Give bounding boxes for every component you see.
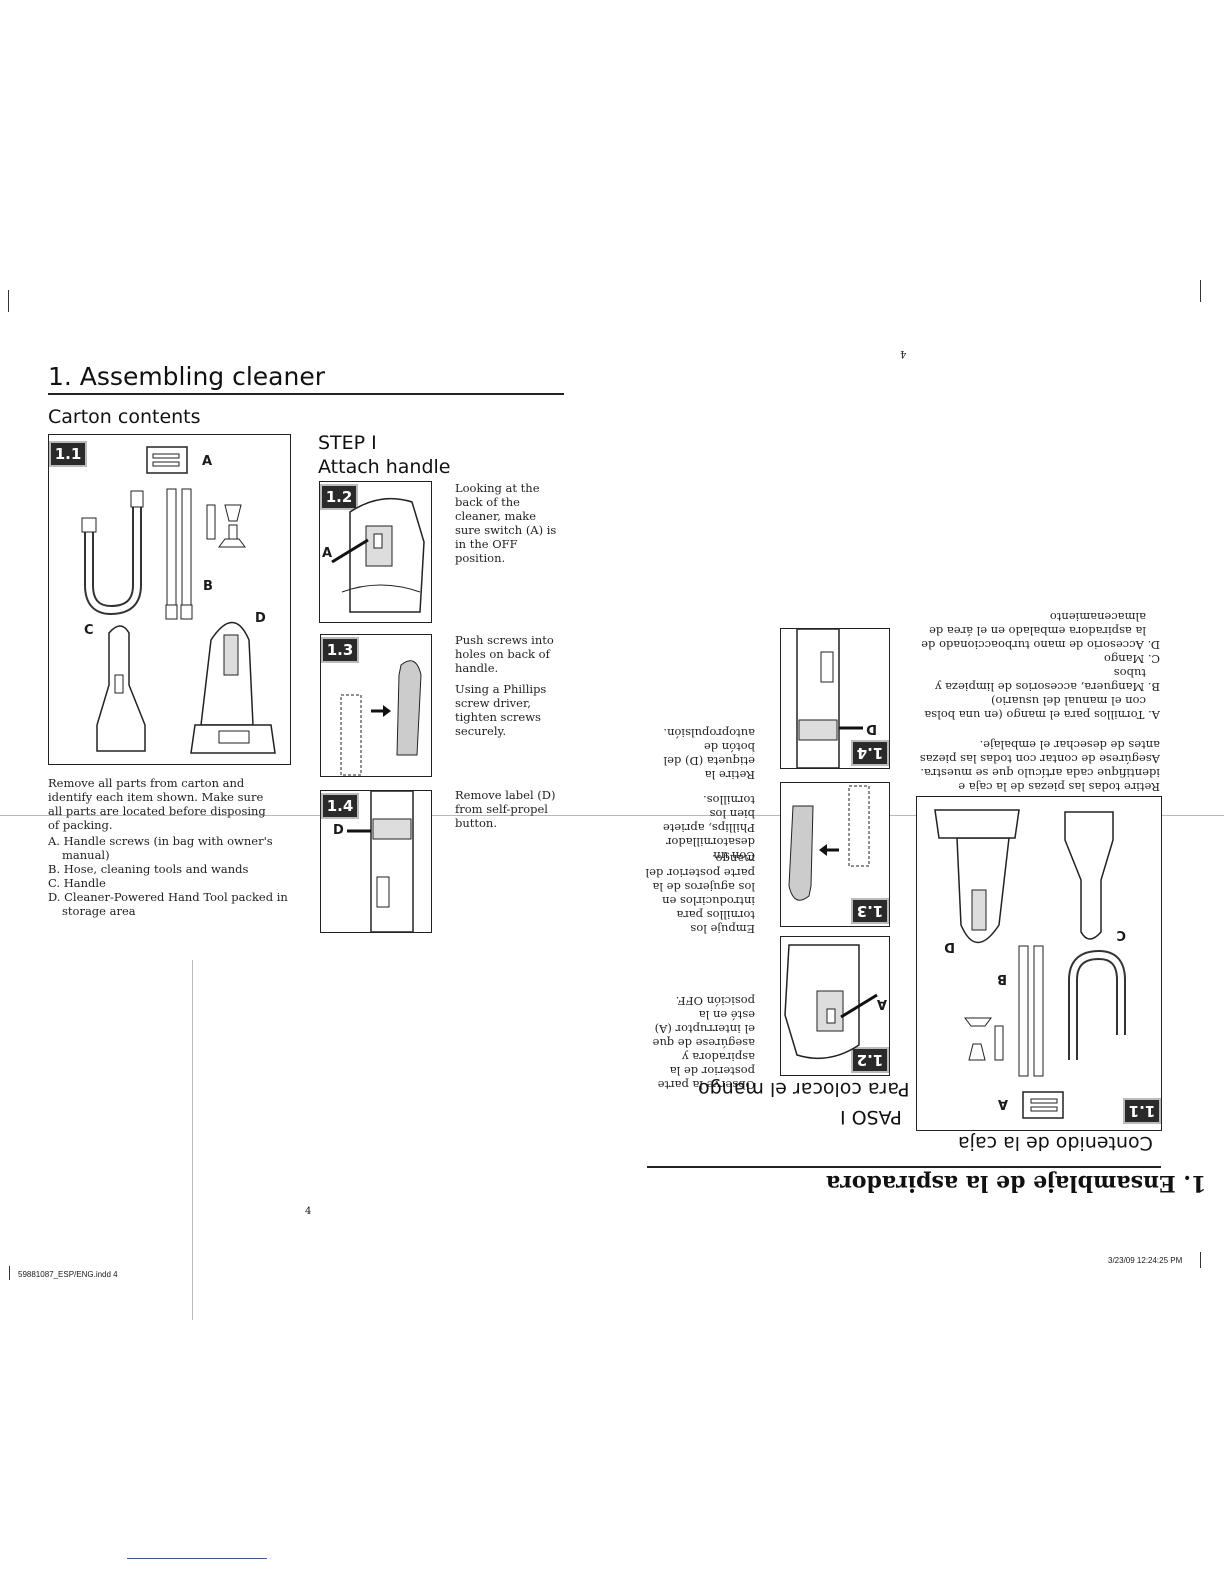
label-b: B: [203, 579, 213, 594]
figure-badge: 1.3: [321, 637, 359, 663]
page-number-top: 4: [900, 348, 907, 359]
figure-badge: 1.4: [321, 793, 359, 819]
label-b: B: [997, 971, 1007, 986]
footer-mark: [1200, 1252, 1201, 1268]
step-text-1-3b: Using a Phillips screw driver, tighten s…: [455, 682, 547, 738]
parts-item-a: A. Tornillos para el mango (en una bolsa…: [924, 694, 1160, 722]
crop-mark-right: [1200, 280, 1201, 302]
parts-item-c: C. Mango: [1103, 652, 1160, 666]
handle-screws-illustration: [788, 785, 870, 901]
title-rule: [48, 393, 564, 395]
label-d: D: [255, 611, 266, 626]
intro-text: Retire todas las piezas de la caja e ide…: [919, 738, 1160, 794]
label-a: A: [322, 546, 333, 561]
step-subtitle: Attach handle: [318, 456, 451, 478]
figure-1-3: 1.3: [780, 782, 890, 927]
subtitle: Carton contents: [48, 406, 201, 428]
footer-mark: [9, 1266, 10, 1280]
label-a: A: [997, 1096, 1008, 1111]
step-text-1-3a: Empuje los tornillos para introducirlos …: [645, 852, 755, 936]
label-removal-illustration: [796, 628, 863, 769]
parts-illustration: [81, 446, 276, 754]
crop-mark-left: [8, 290, 9, 312]
section-title: 1. Ensamblaje de la aspiradora: [826, 1170, 1207, 1196]
parts-item-b: B. Manguera, accesorios de limpieza y tu…: [934, 666, 1160, 694]
gutter-line: [192, 960, 193, 1320]
step-text-1-4: Remove label (D) from self-propel button…: [455, 788, 556, 830]
figure-1-2: 1.1 1.2 A: [319, 481, 432, 623]
handle-screws-illustration: [340, 660, 422, 776]
title-rule: [647, 1166, 1161, 1168]
figure-badge: 1.2: [320, 484, 358, 510]
parts-list: A. Handle screws (in bag with owner's ma…: [48, 834, 288, 918]
parts-item-c: C. Handle: [48, 876, 106, 890]
step-subtitle: Para colocar el mango: [698, 1078, 910, 1100]
parts-item-d: D. Accesorio de mano turboaccionado de l…: [921, 610, 1160, 652]
label-a: A: [876, 996, 887, 1011]
parts-illustration: [934, 809, 1126, 1119]
step-text-1-3a: Push screws into holes on back of handle…: [455, 633, 554, 675]
label-d: D: [333, 823, 344, 838]
step-title: PASO I: [840, 1106, 902, 1128]
step-text-1-4: Retire la etiqueta (D) del botón de auto…: [663, 726, 755, 782]
figure-1-4: 1.4 D: [320, 790, 432, 933]
label-removal-illustration: [347, 790, 414, 933]
figure-badge: 1.1: [49, 441, 87, 467]
page-number: 4: [305, 1206, 312, 1217]
label-c: C: [84, 623, 94, 638]
label-d: D: [866, 721, 877, 736]
footer-file: 59881087_ESP/ENG.indd 4: [18, 1270, 118, 1279]
parts-item-b: B. Hose, cleaning tools and wands: [48, 862, 249, 876]
figure-1-1: 1.1: [48, 434, 291, 765]
label-a: A: [202, 454, 213, 469]
switch-illustration: [331, 497, 425, 613]
step-title: STEP I: [318, 432, 377, 454]
parts-item-d: D. Cleaner-Powered Hand Tool packed in s…: [48, 890, 288, 918]
label-c: C: [1116, 927, 1126, 942]
step-text-1-2: Looking at the back of the cleaner, make…: [455, 481, 557, 565]
intro-text: Remove all parts from carton and identif…: [48, 776, 266, 832]
footer-date: 3/23/09 12:24:25 PM: [1108, 1256, 1183, 1265]
parts-list: A. Tornillos para el mango (en una bolsa…: [916, 610, 1160, 722]
switch-illustration: [784, 944, 878, 1060]
figure-1-1: 1.1 A B C D: [916, 796, 1162, 1131]
label-d: D: [944, 939, 955, 954]
fold-line: [0, 815, 1224, 816]
figure-1-4: 1.4 D: [780, 628, 890, 769]
figure-1-3: 1.3: [320, 634, 432, 777]
bottom-link-rule: [127, 1558, 267, 1559]
section-title: 1. Assembling cleaner: [48, 362, 326, 391]
subtitle: Contenido de la caja: [958, 1132, 1153, 1154]
figure-1-2: 1.2 A: [780, 936, 890, 1076]
parts-item-a: A. Handle screws (in bag with owner's ma…: [48, 834, 273, 862]
